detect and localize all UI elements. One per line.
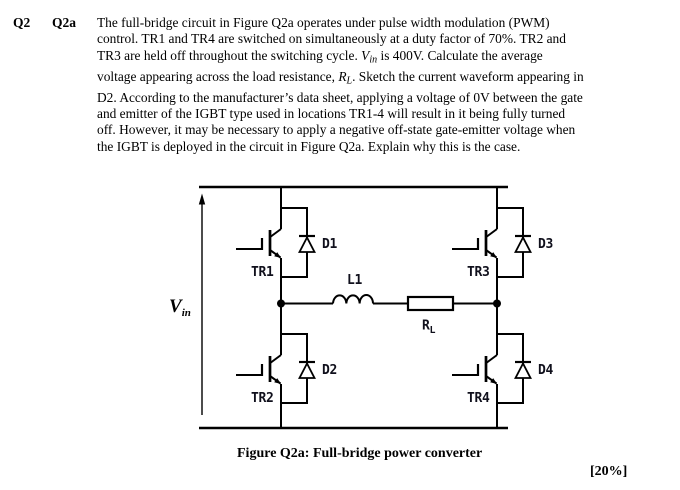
question-number: Q2 [13, 15, 31, 30]
question-line: control. TR1 and TR4 are switched on sim… [97, 31, 566, 47]
question-line: the IGBT is deployed in the circuit in F… [97, 138, 521, 154]
right-node-dot [493, 299, 501, 308]
inductor-symbol [332, 294, 374, 304]
label-l1: L1 [347, 273, 363, 288]
igbt-diode-cell-tr3 [450, 185, 533, 304]
question-line: D2. According to the manufacturer’s data… [97, 89, 583, 105]
label-tr3: TR3 [467, 265, 490, 280]
question-line: and emitter of the IGBT type used in loc… [97, 106, 566, 122]
igbt-diode-cell-tr1 [234, 185, 317, 304]
supply-rails [199, 185, 508, 430]
label-d2: D2 [322, 363, 337, 378]
question-part: Q2a [52, 15, 77, 30]
igbt-diode-cell-tr4 [450, 311, 533, 430]
load-branch [277, 294, 501, 314]
question-line: The full-bridge circuit in Figure Q2a op… [97, 15, 550, 30]
vin-arrow [198, 193, 206, 415]
label-tr4: TR4 [467, 391, 490, 406]
resistor-symbol [406, 295, 455, 312]
question-line: off. However, it may be necessary to app… [97, 122, 576, 138]
question-line: voltage appearing across the load resist… [97, 68, 584, 87]
label-vin: Vin [169, 296, 191, 319]
label-rl: RL [422, 319, 436, 337]
question-line: TR3 are held off throughout the switchin… [97, 47, 543, 66]
label-tr1: TR1 [251, 265, 274, 280]
label-d1: D1 [322, 237, 338, 252]
label-tr2: TR2 [251, 391, 274, 406]
figure-caption: Figure Q2a: Full-bridge power converter [237, 446, 483, 461]
component-labels: TR1 TR3 TR2 TR4 D1 D3 D2 D4 L1 RL Vin [169, 237, 554, 406]
igbt-diode-cell-tr2 [234, 311, 317, 430]
left-node-dot [277, 299, 285, 308]
marks-label: [20%] [590, 464, 628, 479]
label-d3: D3 [538, 237, 553, 252]
label-d4: D4 [538, 363, 554, 378]
question-text: The full-bridge circuit in Figure Q2a op… [97, 15, 657, 155]
